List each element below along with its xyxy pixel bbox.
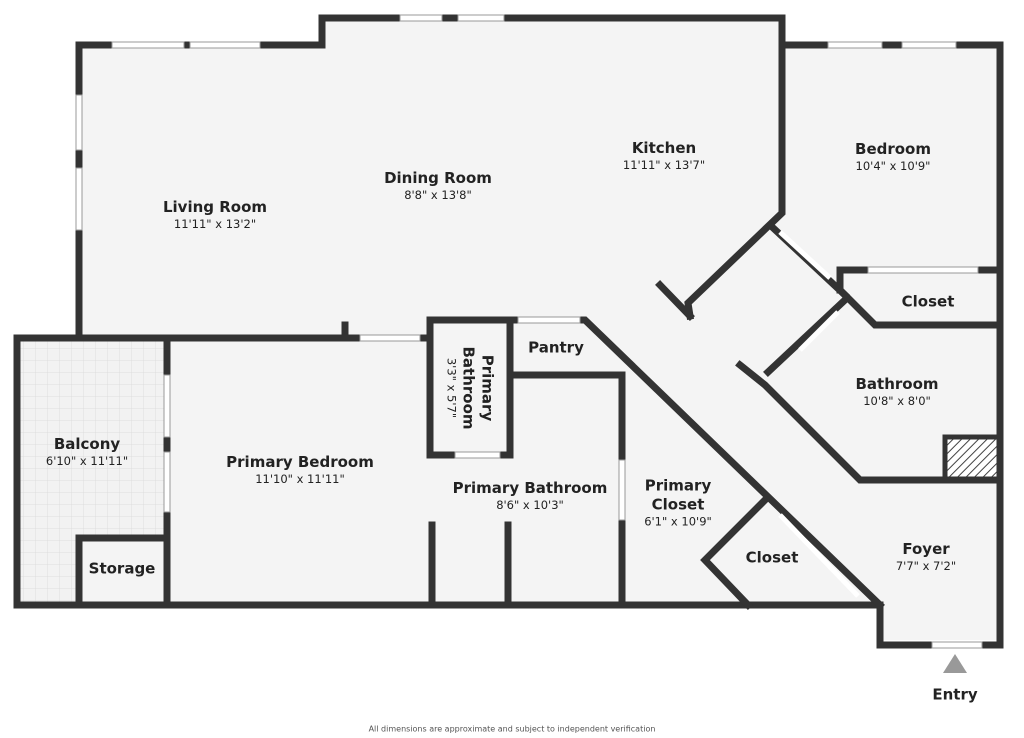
room-dims: 11'11" x 13'2" <box>173 217 257 231</box>
room-dims: 6'10" x 11'11" <box>45 454 129 468</box>
room-name: Dining Room <box>384 169 492 187</box>
room-name: Balcony <box>53 435 121 453</box>
floor-area <box>79 18 1000 640</box>
entry-text: Entry <box>932 685 978 704</box>
room-dims: 8'8" x 13'8" <box>404 188 472 202</box>
disclaimer: All dimensions are approximate and subje… <box>368 724 656 734</box>
room-name: Kitchen <box>631 139 697 157</box>
room-name: Bedroom <box>855 140 931 158</box>
room-storage: Storage <box>89 560 156 579</box>
room-name: Closet <box>651 495 705 514</box>
room-dims: 11'10" x 11'11" <box>255 472 345 486</box>
entry-arrow-icon <box>943 654 967 673</box>
room-name: Primary Bathroom <box>452 479 608 497</box>
shaft-hatch <box>942 434 1003 483</box>
room-name: Living Room <box>162 198 268 216</box>
room-pantry: Pantry <box>528 339 584 358</box>
room-name: Primary <box>478 354 497 422</box>
entry-label: Entry <box>932 686 977 705</box>
room-name: Primary Bedroom <box>226 453 374 471</box>
room-dims: 3'3" x 5'7" <box>444 357 459 419</box>
room-name: Closet <box>745 548 799 567</box>
room-closet-upper: Closet <box>902 293 955 312</box>
windows <box>75 14 983 649</box>
storage-floor <box>79 538 167 605</box>
room-name: Bathroom <box>855 375 939 393</box>
room-dims: 10'4" x 10'9" <box>855 159 931 173</box>
room-name: Storage <box>88 559 156 578</box>
room-name: Bathroom <box>459 346 478 430</box>
room-name: Pantry <box>528 338 584 357</box>
room-name: Primary <box>644 476 712 495</box>
room-dims: 11'11" x 13'7" <box>622 158 706 172</box>
room-dims: 7'7" x 7'2" <box>895 559 957 573</box>
room-closet-lower: Closet <box>746 549 799 568</box>
room-dims: 8'6" x 10'3" <box>496 498 564 512</box>
room-dims: 10'8" x 8'0" <box>863 394 931 408</box>
room-dims: 6'1" x 10'9" <box>644 514 712 529</box>
room-name: Foyer <box>902 540 950 558</box>
room-name: Closet <box>901 292 955 311</box>
